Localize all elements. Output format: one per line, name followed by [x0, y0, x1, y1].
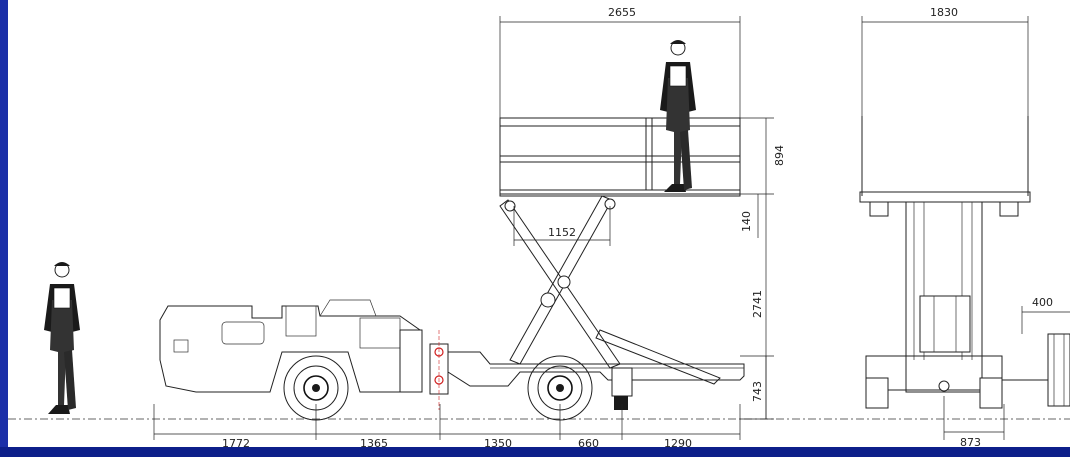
scissor-mechanism	[499, 195, 621, 369]
dim-seg-2: 1365	[360, 437, 388, 450]
bottom-blue-border	[0, 447, 1070, 457]
dim-chassis-height: 743	[751, 381, 764, 402]
dimension-lines	[153, 16, 1070, 440]
vehicle-side-view	[159, 299, 745, 421]
rear-view	[859, 116, 1070, 409]
dim-platform-length: 2655	[608, 6, 636, 19]
dim-track-width: 873	[960, 436, 981, 449]
dim-deck-gap: 140	[740, 211, 753, 232]
dim-platform-width: 1830	[930, 6, 958, 19]
dim-outrigger-width: 400	[1032, 296, 1053, 309]
platform-worker-figure	[660, 40, 696, 192]
platform-side-view	[499, 117, 741, 197]
dim-rail-height: 894	[773, 145, 786, 166]
dim-seg-5: 1290	[664, 437, 692, 450]
dim-seg-4: 660	[578, 437, 599, 450]
dim-seg-3: 1350	[484, 437, 512, 450]
standing-worker-figure	[44, 262, 80, 414]
dim-seg-1: 1772	[222, 437, 250, 450]
dim-max-height: 2741	[751, 290, 764, 318]
left-blue-border	[0, 0, 8, 457]
dim-scissor-width: 1152	[548, 226, 576, 239]
